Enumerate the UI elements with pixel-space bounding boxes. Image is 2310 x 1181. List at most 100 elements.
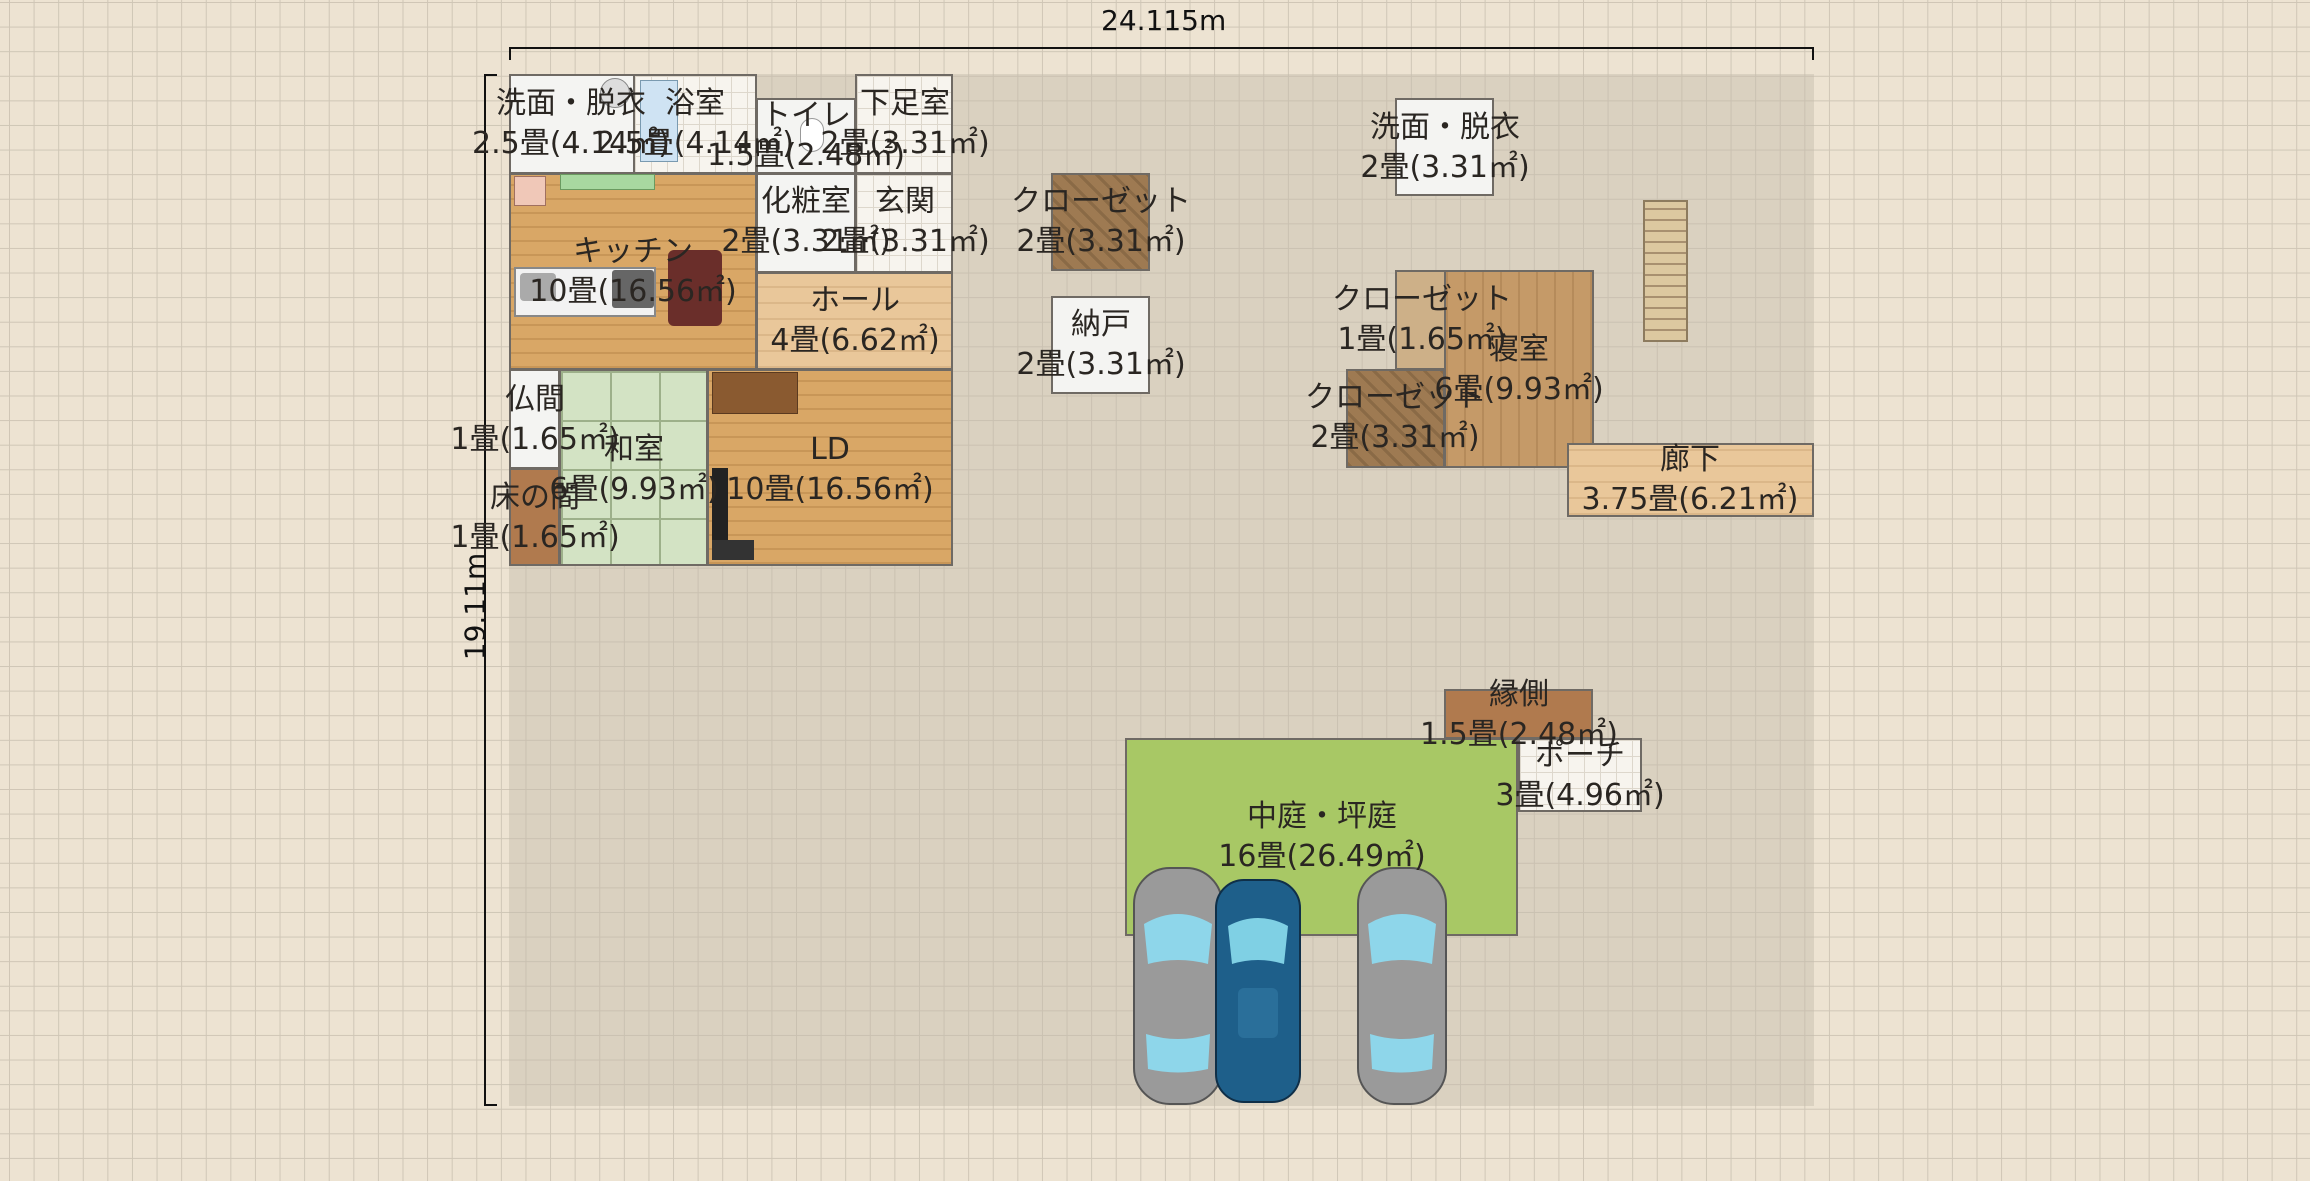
room-name: 仏間 (504, 382, 565, 417)
room-hall[interactable] (756, 272, 953, 370)
dining-table (668, 250, 722, 326)
car-icon-blue (1215, 879, 1301, 1103)
room-area: 1.5畳(2.48㎡) (707, 138, 905, 173)
room-area: 2畳(3.31㎡) (1016, 224, 1186, 259)
label-gesoku: 下足室 2畳(3.31㎡) (820, 84, 989, 164)
room-name: クローゼット (1332, 282, 1512, 317)
room-area: 6畳(9.93㎡) (1434, 372, 1604, 407)
height-dimension-line (484, 74, 486, 1106)
dimension-tick (484, 1104, 497, 1106)
room-name: 廊下 (1659, 442, 1720, 477)
room-area: 1畳(1.65㎡) (450, 422, 620, 457)
label-yokushitsu: 浴室 2.5畳(4.14㎡) (596, 84, 794, 164)
room-area: 4畳(6.62㎡) (770, 323, 940, 358)
label-washitsu: 和室 6畳(9.93㎡) (549, 430, 718, 510)
kitchen-cabinet (560, 174, 655, 190)
room-area: 2畳(3.31㎡) (1310, 420, 1480, 455)
room-name: 洗面・脱衣 (1369, 110, 1520, 145)
label-nando: 納戸 2畳(3.31㎡) (1016, 305, 1185, 385)
room-name: トイレ (760, 98, 851, 133)
room-name: 浴室 (664, 86, 725, 121)
room-name: 寝室 (1488, 332, 1549, 367)
fridge-icon (514, 176, 546, 206)
bathtub-icon (640, 80, 678, 162)
room-area: 2畳(3.31㎡) (1360, 150, 1530, 185)
room-name: クローゼット (1011, 184, 1191, 219)
room-name: 和室 (603, 432, 664, 467)
label-closet-3: クローゼット 2畳(3.31㎡) (1305, 378, 1485, 458)
room-name: ホール (809, 283, 900, 318)
toilet-icon (800, 118, 824, 152)
tv-stand (712, 468, 728, 560)
label-ld: LD 10畳(16.56㎡) (726, 430, 933, 510)
room-area: 3.75畳(6.21㎡) (1581, 482, 1799, 517)
room-area: 6畳(9.93㎡) (549, 472, 719, 507)
room-closet-3[interactable] (1346, 369, 1445, 468)
room-name: 洗面・脱衣 (495, 86, 646, 121)
room-area: 1畳(1.65㎡) (450, 520, 620, 555)
room-area: 2畳(3.31㎡) (820, 224, 990, 259)
room-name: 納戸 (1070, 307, 1131, 342)
label-senmen-2: 洗面・脱衣 2畳(3.31㎡) (1360, 108, 1529, 188)
label-keshou: 化粧室 2畳(3.31㎡) (721, 182, 890, 262)
dimension-tick (509, 47, 511, 60)
room-porch[interactable] (1518, 738, 1642, 812)
sofa-icon (712, 372, 798, 414)
room-name: キッチン (573, 234, 693, 269)
dimension-tick (484, 74, 497, 76)
tv-base (712, 540, 754, 560)
room-name: LD (810, 432, 850, 467)
room-gesoku[interactable] (855, 74, 953, 174)
label-hall: ホール 4畳(6.62㎡) (770, 281, 939, 361)
width-dimension-label: 24.115m (1101, 4, 1227, 37)
label-shinshitsu: 寝室 6畳(9.93㎡) (1434, 330, 1603, 410)
room-area: 10畳(16.56㎡) (529, 274, 737, 309)
room-area: 16畳(26.49㎡) (1218, 839, 1426, 874)
room-area: 2.5畳(4.14㎡) (596, 126, 794, 161)
dimension-tick (1812, 47, 1814, 60)
room-closet-1[interactable] (1051, 173, 1150, 271)
room-washitsu[interactable] (559, 369, 708, 566)
label-kitchen: キッチン 10畳(16.56㎡) (529, 232, 736, 312)
room-tokonoma[interactable] (509, 468, 560, 566)
room-name: 下足室 (859, 86, 950, 121)
room-area: 2畳(3.31㎡) (721, 224, 891, 259)
label-porch: ポーチ 3畳(4.96㎡) (1495, 736, 1664, 816)
washer-icon (600, 78, 630, 108)
staircase (1643, 200, 1688, 342)
room-senmen-2[interactable] (1395, 98, 1494, 196)
stove-icon (612, 270, 654, 308)
room-name: ポーチ (1534, 738, 1625, 773)
room-name: 床の間 (489, 480, 580, 515)
room-area: 1畳(1.65㎡) (1337, 322, 1507, 357)
room-rouka[interactable] (1567, 443, 1814, 517)
room-area: 2畳(3.31㎡) (1016, 347, 1186, 382)
label-closet-2: クローゼット 1畳(1.65㎡) (1332, 280, 1512, 360)
label-butsuma: 仏間 1畳(1.65㎡) (450, 380, 619, 460)
room-nando[interactable] (1051, 296, 1150, 394)
room-name: 中庭・坪庭 (1247, 799, 1397, 834)
label-tokonoma: 床の間 1畳(1.65㎡) (450, 478, 619, 558)
room-name: 縁側 (1488, 677, 1549, 712)
room-area: 10畳(16.56㎡) (726, 472, 934, 507)
label-rouka: 廊下 3.75畳(6.21㎡) (1581, 440, 1798, 520)
room-area: 2畳(3.31㎡) (820, 126, 990, 161)
room-shinshitsu[interactable] (1444, 270, 1594, 468)
room-area: 2.5畳(4.14㎡) (472, 126, 670, 161)
car-icon-gray-right (1357, 867, 1447, 1105)
width-dimension-line (509, 47, 1814, 49)
sink-icon (520, 273, 556, 301)
label-engawa: 縁側 1.5畳(2.48㎡) (1420, 675, 1618, 755)
room-genkan[interactable] (855, 173, 953, 273)
label-senmen-1: 洗面・脱衣 2.5畳(4.14㎡) (472, 84, 670, 164)
label-genkan: 玄関 2畳(3.31㎡) (820, 182, 989, 262)
label-nakaniwa: 中庭・坪庭 16畳(26.49㎡) (1218, 797, 1425, 877)
room-area: 1.5畳(2.48㎡) (1420, 717, 1618, 752)
room-name: 化粧室 (760, 184, 851, 219)
label-closet-1: クローゼット 2畳(3.31㎡) (1011, 182, 1191, 262)
room-name: 玄関 (874, 184, 935, 219)
room-area: 3畳(4.96㎡) (1495, 778, 1665, 813)
room-name: クローゼット (1305, 380, 1485, 415)
car-icon-gray-left (1133, 867, 1223, 1105)
label-toilet: トイレ 1.5畳(2.48㎡) (707, 96, 905, 176)
